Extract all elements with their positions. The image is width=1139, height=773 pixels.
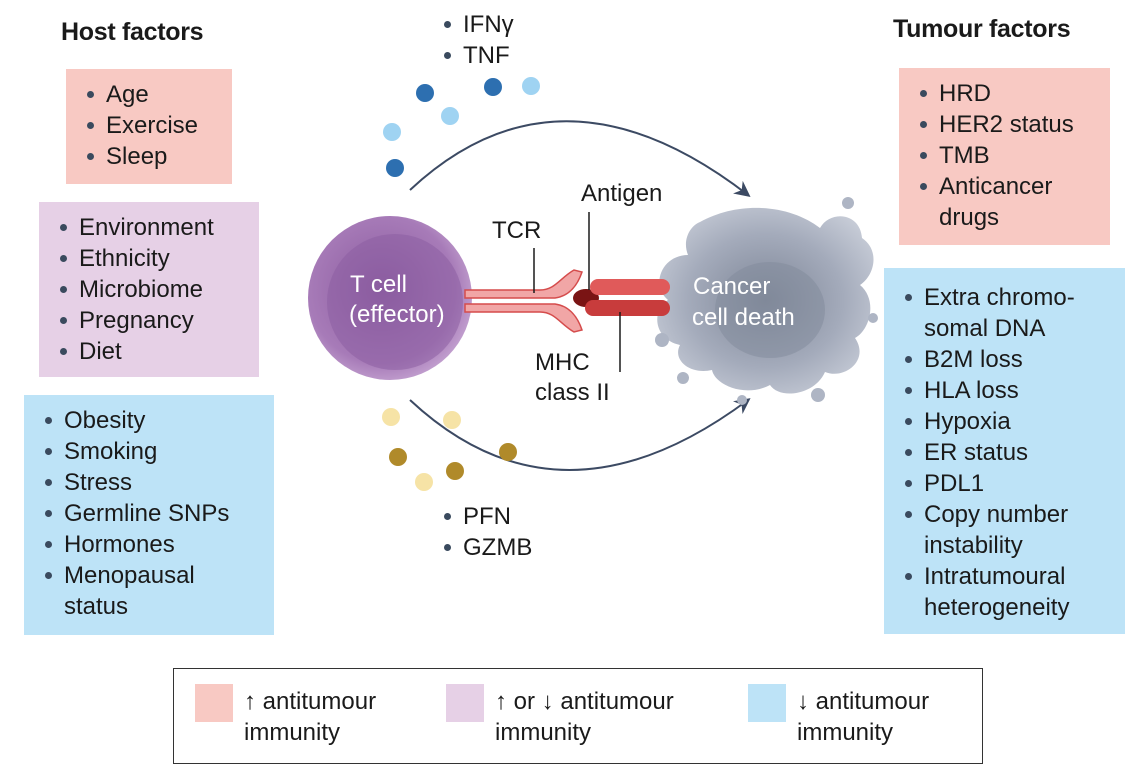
list-item: Menopausal xyxy=(38,560,274,591)
host-increase-box: Age Exercise Sleep xyxy=(66,69,232,184)
cancer-label-line1: Cancer xyxy=(693,273,770,300)
tumour-factors-heading: Tumour factors xyxy=(893,15,1071,43)
mhc-label-line1: MHC xyxy=(535,349,590,376)
tumour-increase-box: HRD HER2 status TMB Anticancer drugs xyxy=(899,68,1110,245)
list-item-continuation: status xyxy=(64,593,129,620)
list-item: Diet xyxy=(53,336,259,367)
list-item: ER status xyxy=(898,437,1125,468)
tcell-label-line2: (effector) xyxy=(349,301,445,328)
legend-decrease-label: ↓ antitumour immunity xyxy=(797,688,930,746)
legend xyxy=(173,668,983,764)
legend-mixed-swatch xyxy=(446,684,484,722)
host-factors-heading: Host factors xyxy=(61,18,204,46)
tcr-label: TCR xyxy=(492,217,541,244)
list-item: Ethnicity xyxy=(53,243,259,274)
list-item: Hormones xyxy=(38,529,274,560)
list-item: Sleep xyxy=(80,141,232,172)
list-item: TMB xyxy=(913,140,1110,171)
mhc-label-line2: class II xyxy=(535,379,610,406)
list-item: HRD xyxy=(913,78,1110,109)
cytotoxin-list: PFN GZMB xyxy=(441,501,532,563)
cytotoxic-granules xyxy=(382,408,517,491)
list-item: Extra chromo- xyxy=(898,282,1125,313)
list-item: Germline SNPs xyxy=(38,498,274,529)
list-item-continuation: instability xyxy=(924,532,1023,559)
list-item: HER2 status xyxy=(913,109,1110,140)
list-item: Anticancer xyxy=(913,171,1110,202)
list-item: Hypoxia xyxy=(898,406,1125,437)
list-item: PDL1 xyxy=(898,468,1125,499)
host-decrease-box: Obesity Smoking Stress Germline SNPs Hor… xyxy=(24,395,274,635)
tumour-decrease-box: Extra chromo- somal DNA B2M loss HLA los… xyxy=(884,268,1125,634)
list-item-continuation: drugs xyxy=(939,204,1000,231)
host-mixed-box: Environment Ethnicity Microbiome Pregnan… xyxy=(39,202,259,377)
list-item: Copy number xyxy=(898,499,1125,530)
list-item: Age xyxy=(80,79,232,110)
list-item: GZMB xyxy=(441,532,532,563)
legend-increase-label: ↑ antitumour immunity xyxy=(244,688,377,746)
list-item: HLA loss xyxy=(898,375,1125,406)
tcell-label-line1: T cell xyxy=(350,271,407,298)
list-item: Intratumoural xyxy=(898,561,1125,592)
list-item: Pregnancy xyxy=(53,305,259,336)
list-item: IFNγ xyxy=(441,9,514,40)
antigen-label: Antigen xyxy=(581,180,662,207)
list-item: Microbiome xyxy=(53,274,259,305)
legend-decrease-swatch xyxy=(748,684,786,722)
cytokine-granules xyxy=(383,77,540,177)
cancer-cell xyxy=(655,197,878,405)
list-item: Exercise xyxy=(80,110,232,141)
legend-increase-swatch xyxy=(195,684,233,722)
list-item: TNF xyxy=(441,40,514,71)
list-item: PFN xyxy=(441,501,532,532)
list-item: Obesity xyxy=(38,405,274,436)
legend-mixed-label: ↑ or ↓ antitumour immunity xyxy=(495,688,674,746)
list-item: Stress xyxy=(38,467,274,498)
list-item-continuation: somal DNA xyxy=(924,315,1046,342)
list-item: B2M loss xyxy=(898,344,1125,375)
cytokine-list: IFNγ TNF xyxy=(441,9,514,71)
lower-arrow xyxy=(409,398,751,471)
tcr-mhc-complex xyxy=(464,269,670,333)
list-item: Smoking xyxy=(38,436,274,467)
list-item: Environment xyxy=(53,212,259,243)
t-cell xyxy=(308,216,472,380)
cancer-label-line2: cell death xyxy=(692,304,795,331)
upper-arrow xyxy=(409,120,751,197)
list-item-continuation: heterogeneity xyxy=(924,594,1070,621)
